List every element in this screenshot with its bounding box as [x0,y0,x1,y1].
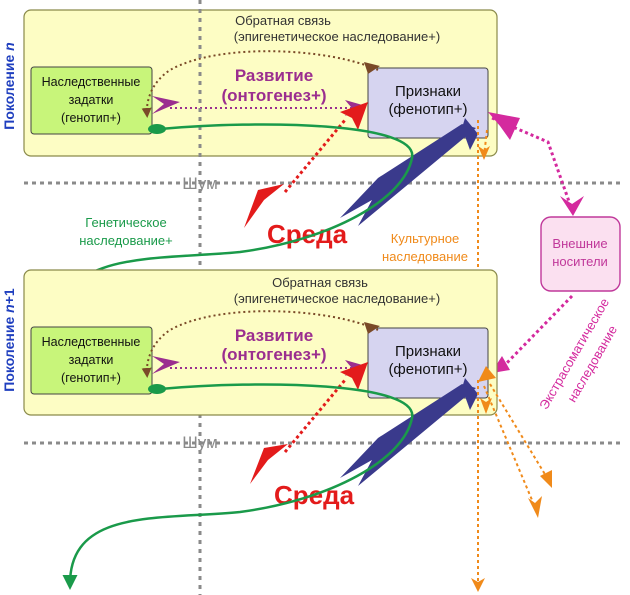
phenotype-box [367,67,489,139]
genetic-inheritance-out-arrow [62,383,414,590]
phenotype-navy-tip [462,378,478,410]
cultural-inheritance-arrowhead-2 [478,146,490,160]
development-arrow-tail [152,356,180,374]
genetic-inheritance-label-1: Генетическое [85,215,166,230]
genetic-inheritance-label-2: наследование+ [79,233,173,248]
magenta-arrowhead-source [488,112,520,140]
development-label-2: (онтогенез+) [221,86,326,105]
feedback-label: Обратная связь [272,275,368,290]
phenotype-label-2: (фенотип+) [388,361,467,378]
cultural-inheritance-label-1: Культурное [391,231,459,246]
environment-to-development-arrow [283,119,347,193]
feedback-arrow [141,50,379,118]
genetic-inheritance-out-start [148,384,166,394]
genotype-label-2: задатки [69,353,114,367]
phenotype-label-1: Признаки [395,83,461,100]
phenotype-navy-tip [462,118,478,150]
phenotype-label-1: Признаки [395,343,461,360]
development-label-1: Развитие [235,66,313,85]
cultural-out-arrowhead-3 [540,470,552,488]
external-carriers-box [540,216,621,292]
environment-to-development-arrow [283,379,347,453]
phenotype-box [367,327,489,399]
genetic-inheritance-arrow [52,123,414,330]
carriers-to-phenotype-arrow [498,294,574,372]
cultural-out-arrow-3 [489,383,547,477]
generation-side-label: Поколение n+1 [1,288,17,392]
feedback-arrow-tip [364,322,380,334]
development-label-2: (онтогенез+) [221,345,326,364]
development-red-arrowhead [340,362,368,390]
feedback-label: Обратная связь [235,13,331,28]
feedback-label-sub: (эпигенетическое наследование+) [234,291,440,306]
generation-n: Поколение n Обратная связь (эпигенетичес… [1,9,498,193]
environment-red-arrowhead [250,444,288,484]
genotype-label-3: (генотип+) [61,111,121,125]
genetic-inheritance-start [148,124,166,134]
feedback-label-sub: (эпигенетическое наследование+) [234,29,440,44]
genotype-label-1: Наследственные [42,335,141,349]
cultural-out-arrowhead-1 [471,578,485,592]
magenta-arrowhead-carriers [560,196,584,216]
phenotype-to-environment-arrow [340,124,476,226]
development-red-arrowhead [340,102,368,130]
cultural-inheritance-label-2: наследование [382,249,468,264]
noise-label: Шум [182,433,218,452]
cultural-out-arrow-2 [483,385,533,501]
genotype-box [30,326,153,395]
genotype-label-2: задатки [69,93,114,107]
development-arrow-tail [152,96,180,114]
cultural-inheritance-arrow-2 [483,129,488,157]
generation-n-plus-1: Поколение n+1 Обратная связь (эпигенетич… [1,269,498,452]
phenotype-label-2: (фенотип+) [388,101,467,118]
genotype-box [30,66,153,135]
external-carriers-label-2: носители [552,254,608,269]
feedback-arrow [141,310,379,378]
feedback-arrow-tip [364,62,380,74]
phenotype-to-environment-arrow [340,384,476,486]
genotype-label-3: (генотип+) [61,371,121,385]
cultural-out-arrowhead-2 [528,496,542,518]
genotype-label-1: Наследственные [42,75,141,89]
cultural-in-arrowhead-2 [480,398,492,414]
development-label-1: Развитие [235,326,313,345]
generation-side-label: Поколение n [1,42,17,129]
external-carriers-label-1: Внешние [552,236,607,251]
cultural-in-arrowhead [478,366,496,382]
phenotype-to-carriers-arrow [491,116,574,211]
environment-red-arrowhead [244,184,284,228]
